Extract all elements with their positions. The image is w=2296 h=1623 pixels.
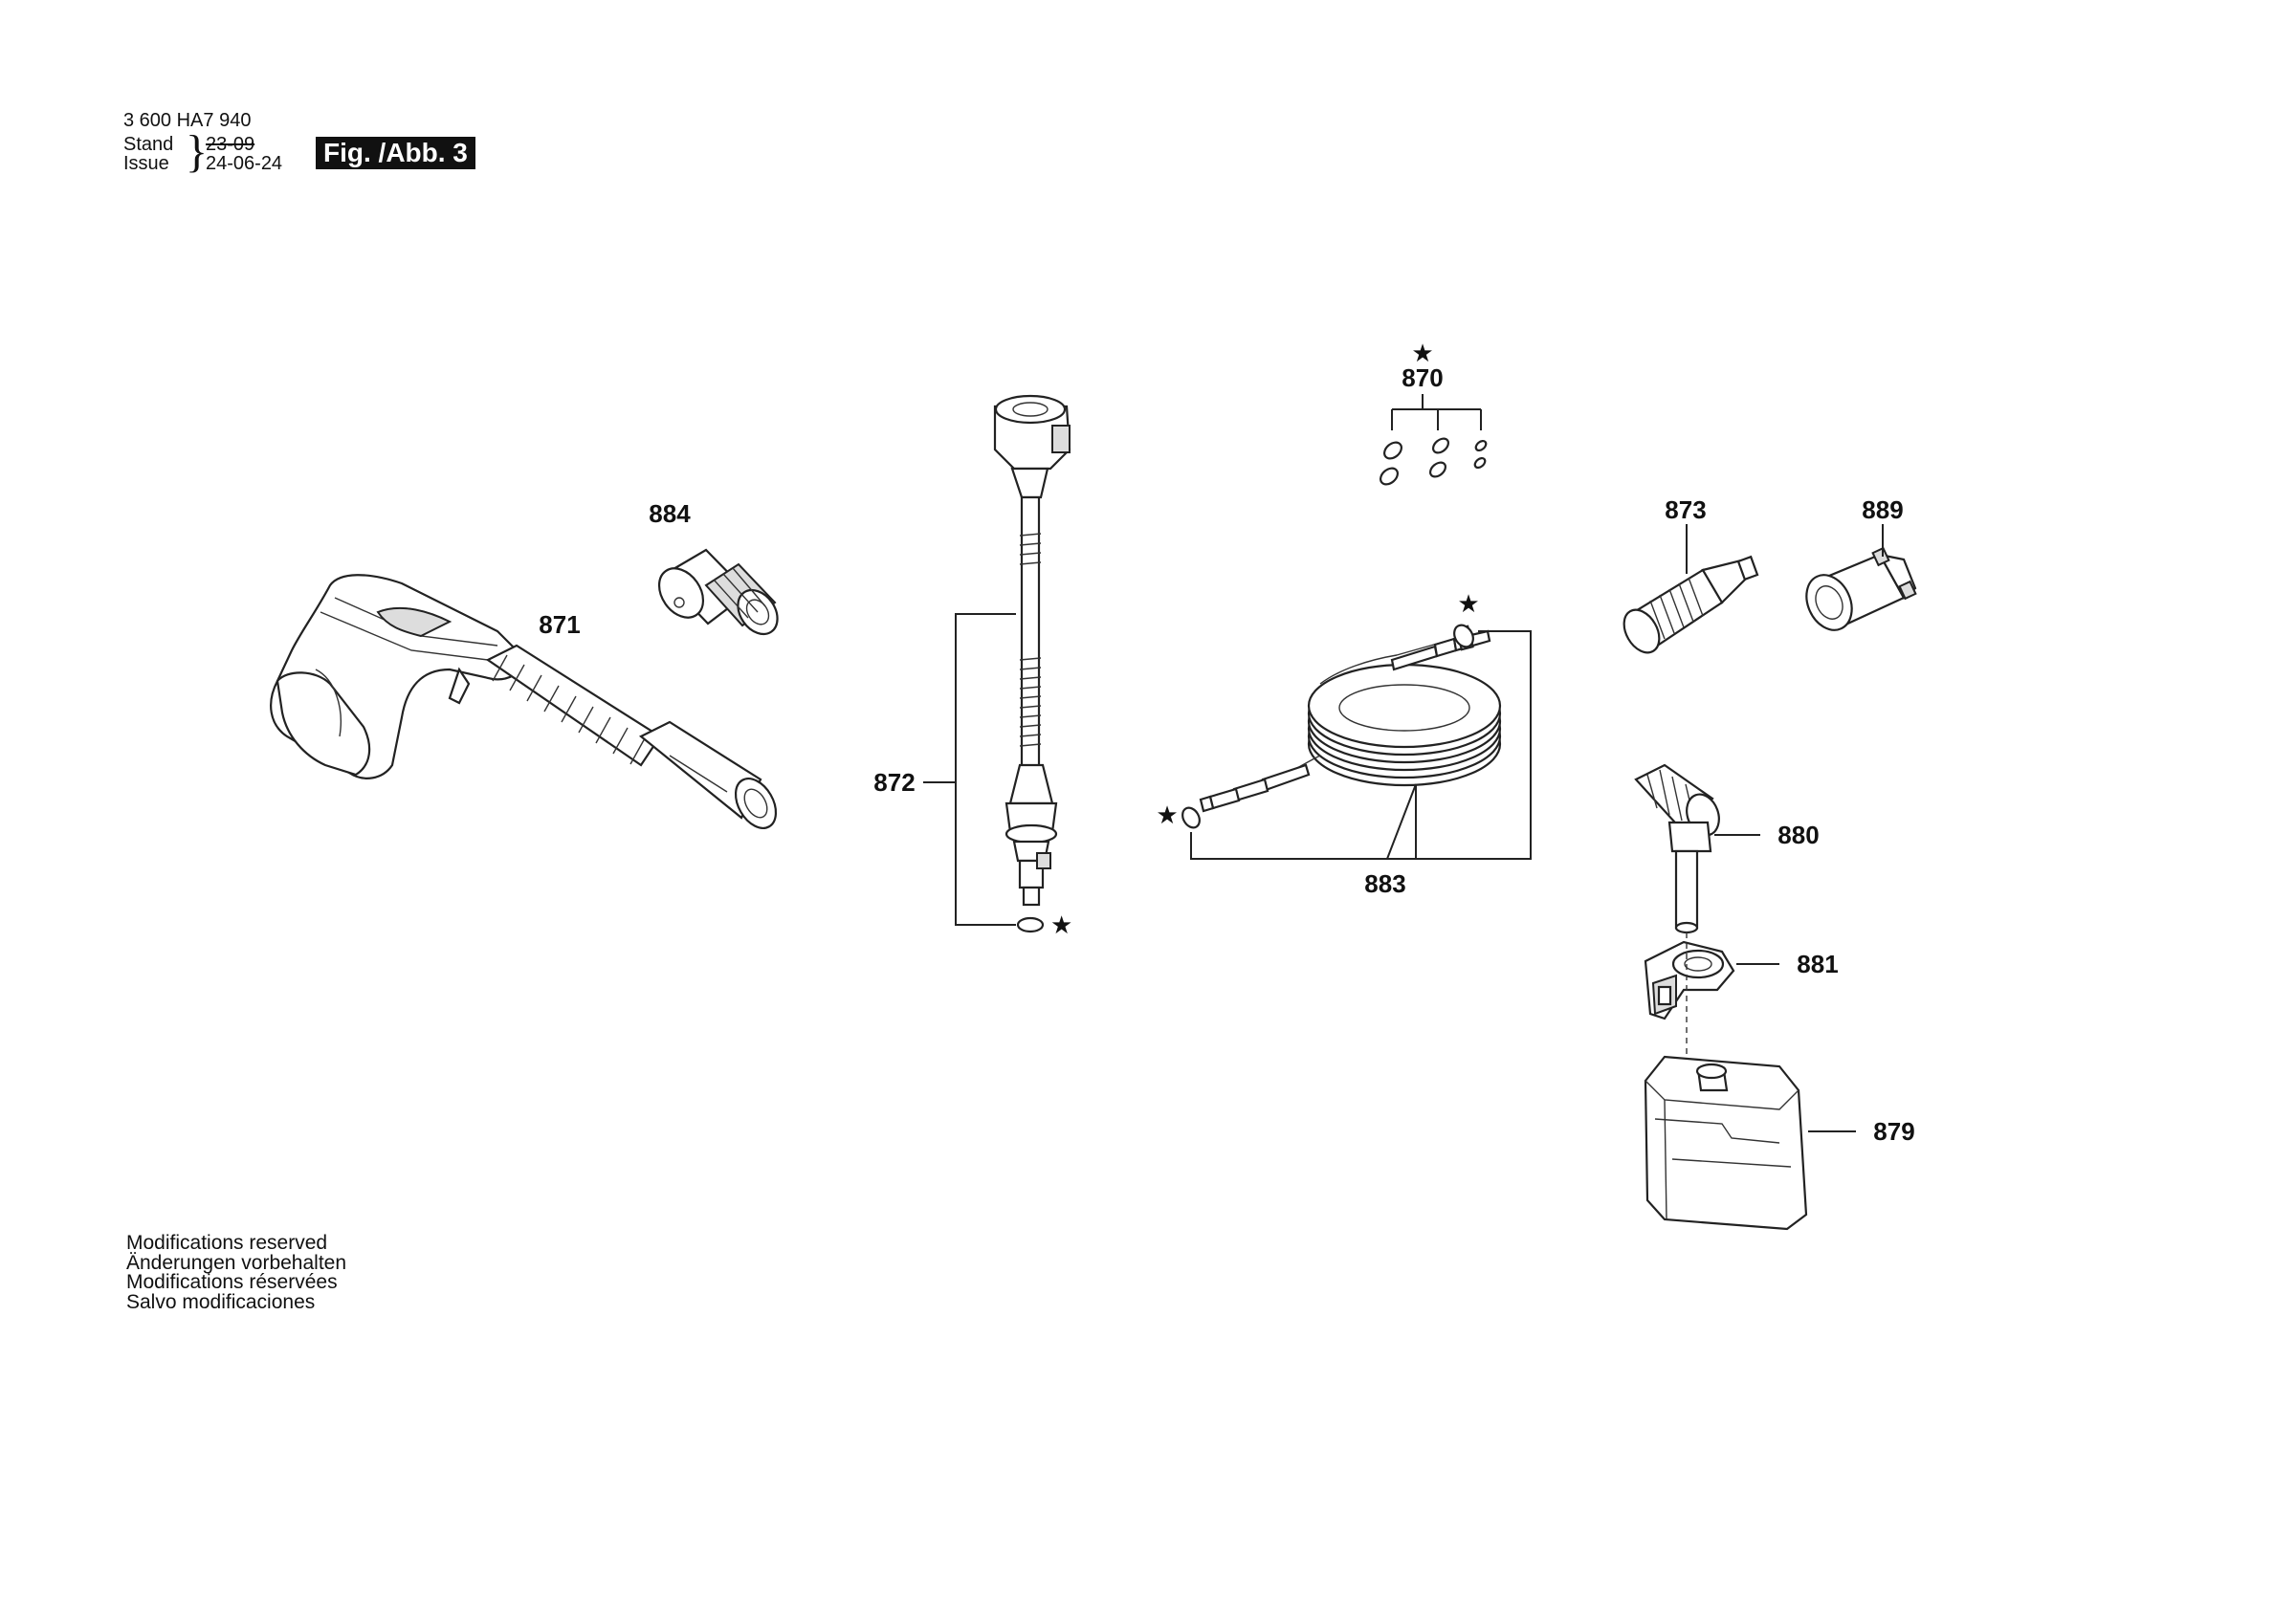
part-879-detergent-tank[interactable]	[1644, 1055, 1808, 1231]
star-marker-870: ★	[1411, 340, 1433, 368]
issue-label: Issue	[123, 153, 169, 174]
part-889-adapter[interactable]	[1798, 546, 1917, 637]
part-label-881: 881	[1797, 950, 1838, 978]
part-872-lance[interactable]	[993, 394, 1071, 907]
issue-date: 24-06-24	[206, 153, 283, 174]
footer-notice: Modifications reserved Änderungen vorbeh…	[126, 1232, 347, 1313]
part-880-detergent-nozzle[interactable]	[1634, 763, 1725, 934]
footer-line-de: Änderungen vorbehalten	[126, 1251, 347, 1274]
o-ring-883-bottom	[1181, 806, 1201, 829]
bracket-870	[1391, 394, 1482, 430]
bracket-872	[955, 613, 1016, 926]
o-ring-872	[1016, 916, 1045, 933]
part-label-872: 872	[873, 768, 915, 797]
part-871-spray-gun[interactable]	[270, 574, 784, 835]
part-label-889: 889	[1862, 495, 1903, 524]
stand-label: Stand	[123, 134, 174, 155]
part-label-871: 871	[539, 610, 580, 639]
bracket-883	[1190, 630, 1532, 860]
star-marker-883-top: ★	[1457, 590, 1479, 619]
brace-icon: }	[186, 126, 209, 177]
document-number: 3 600 HA7 940	[123, 110, 252, 131]
part-label-879: 879	[1873, 1117, 1914, 1146]
part-870-o-rings[interactable]	[1378, 436, 1488, 488]
figure-label: Fig. /Abb. 3	[316, 137, 475, 169]
part-label-870: 870	[1402, 363, 1443, 392]
footer-line-en: Modifications reserved	[126, 1232, 328, 1254]
footer-line-es: Salvo modificaciones	[126, 1290, 316, 1313]
part-label-883: 883	[1364, 869, 1405, 898]
part-884-connector[interactable]	[651, 548, 786, 642]
part-label-880: 880	[1777, 821, 1819, 849]
leader-883	[1386, 783, 1417, 860]
part-label-884: 884	[649, 499, 691, 528]
footer-line-fr: Modifications réservées	[126, 1271, 338, 1293]
part-881-holder[interactable]	[1644, 932, 1735, 1062]
part-883-hose[interactable]	[1199, 625, 1502, 813]
stand-date: 23-09	[206, 134, 255, 155]
o-ring-883-top	[1453, 624, 1474, 648]
part-873-nozzle[interactable]	[1617, 555, 1759, 659]
star-marker-883-bottom: ★	[1156, 801, 1178, 830]
star-marker-872: ★	[1050, 911, 1072, 940]
part-label-873: 873	[1665, 495, 1706, 524]
